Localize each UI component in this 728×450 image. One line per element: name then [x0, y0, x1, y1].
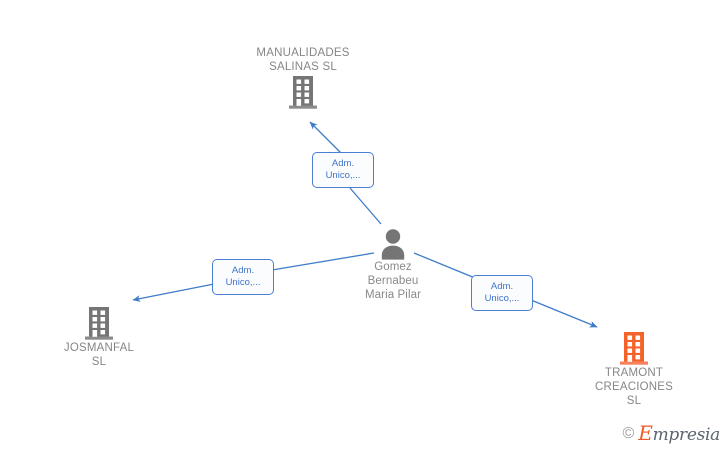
- node-label-tramont: TRAMONT CREACIONES SL: [594, 367, 674, 407]
- building-icon: [29, 305, 169, 341]
- edge-label-manualidades[interactable]: Adm. Unico,...: [312, 152, 374, 188]
- copyright-icon: ©: [622, 424, 635, 442]
- building-icon: [233, 74, 373, 110]
- person-icon: [323, 228, 463, 260]
- edge-line-tramont-left: [413, 252, 476, 279]
- node-manualidades-salinas[interactable]: MANUALIDADES SALINAS SL: [233, 46, 373, 110]
- node-label-manualidades: MANUALIDADES SALINAS SL: [256, 47, 350, 73]
- node-person-gomez-bernabeu-maria-pilar[interactable]: Gomez Bernabeu Maria Pilar: [323, 228, 463, 302]
- edge-line-tramont-right: [530, 299, 598, 328]
- empresia-watermark: © Empresia: [623, 423, 721, 444]
- edge-line-josmanfal-left: [132, 283, 215, 302]
- node-label-josmanfal: JOSMANFAL SL: [63, 342, 135, 368]
- edge-label-tramont[interactable]: Adm. Unico,...: [471, 275, 533, 311]
- node-label-person: Gomez Bernabeu Maria Pilar: [364, 261, 422, 301]
- edge-label-josmanfal[interactable]: Adm. Unico,...: [212, 259, 274, 295]
- building-icon: [564, 330, 704, 366]
- brand-rest: mpresia: [652, 425, 721, 445]
- edge-line-manualidades-upper: [309, 121, 344, 156]
- node-josmanfal[interactable]: JOSMANFAL SL: [29, 305, 169, 369]
- edge-line-manualidades-lower: [349, 187, 382, 225]
- brand-initial: E: [638, 421, 653, 445]
- edge-line-josmanfal-right: [271, 252, 375, 271]
- brand-name: Empresia: [638, 423, 720, 444]
- node-tramont-creaciones[interactable]: TRAMONT CREACIONES SL: [564, 330, 704, 408]
